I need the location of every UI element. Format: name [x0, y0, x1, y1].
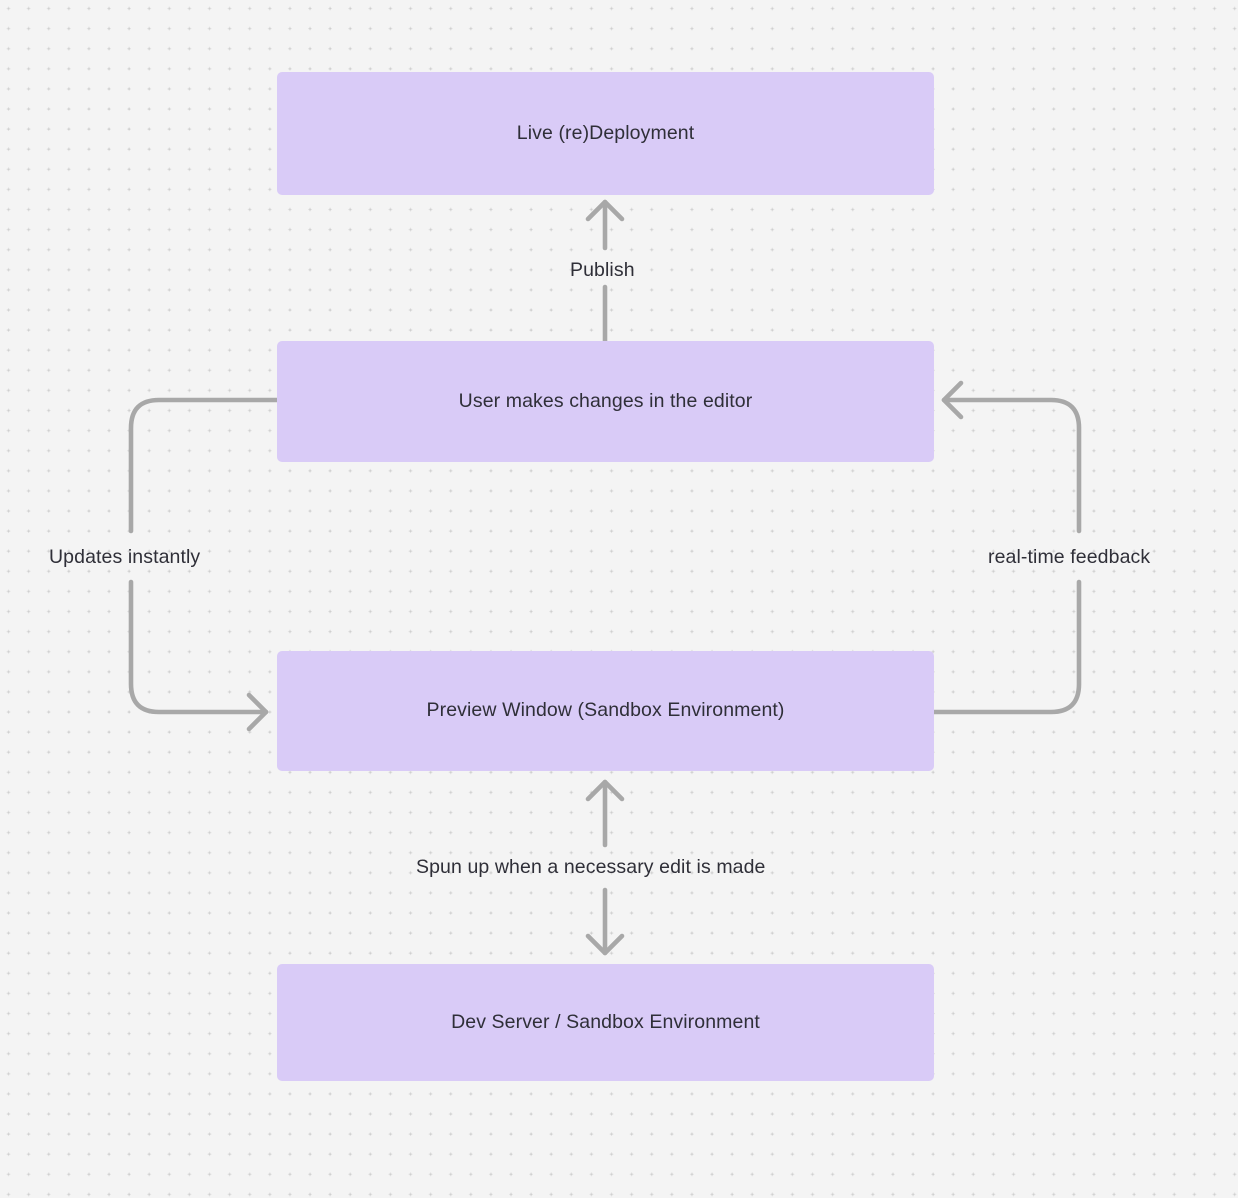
node-preview-window[interactable]: Preview Window (Sandbox Environment) [277, 651, 934, 771]
edge-updates-arrowhead-right [246, 692, 269, 732]
edge-publish [585, 199, 625, 344]
edge-label-spun-up: Spun up when a necessary edit is made [416, 856, 766, 878]
node-dev-server-label: Dev Server / Sandbox Environment [451, 1010, 760, 1033]
node-user-edit[interactable]: User makes changes in the editor [277, 341, 934, 462]
edge-updates-line-top [128, 397, 280, 534]
edge-updates-instantly [128, 397, 280, 732]
edge-spun-up-arrowhead-down [585, 933, 625, 956]
edge-label-publish: Publish [570, 259, 635, 281]
edge-realtime-line-bottom [931, 579, 1082, 715]
edge-realtime-arrowhead-left [941, 380, 964, 420]
node-live-deployment-label: Live (re)Deployment [516, 121, 695, 144]
edge-spun-up-arrowhead-up [585, 779, 625, 802]
node-user-edit-label: User makes changes in the editor [458, 389, 753, 412]
node-live-deployment[interactable]: Live (re)Deployment [277, 72, 934, 195]
edge-realtime-line-top [941, 397, 1082, 534]
node-dev-server[interactable]: Dev Server / Sandbox Environment [277, 964, 934, 1081]
edge-publish-arrowhead-up [585, 199, 625, 222]
edge-label-updates-instantly: Updates instantly [49, 546, 201, 568]
edge-label-real-time-feedback: real-time feedback [988, 546, 1151, 568]
edge-spun-up [585, 779, 625, 956]
edge-real-time-feedback [931, 380, 1082, 715]
node-preview-window-label: Preview Window (Sandbox Environment) [426, 699, 785, 722]
edge-updates-line-bottom [128, 579, 269, 715]
